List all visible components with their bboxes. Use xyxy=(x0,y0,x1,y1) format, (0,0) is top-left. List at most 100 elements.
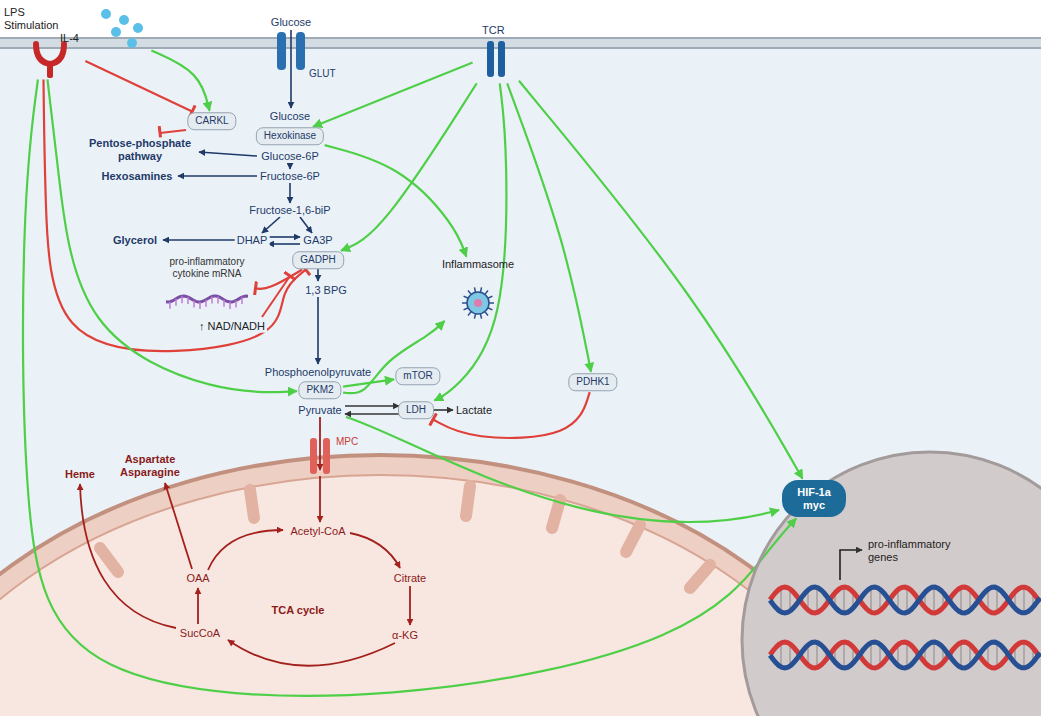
activation-arrow xyxy=(343,321,444,393)
glycolysis-arrows xyxy=(289,163,291,169)
mrna-strand-icon xyxy=(169,302,171,309)
node-label: Hexokinase xyxy=(264,130,316,142)
nucleus-icon xyxy=(770,587,1040,613)
nucleus-icon xyxy=(934,642,935,668)
tca-arrows xyxy=(165,483,192,569)
glycolysis-arrows xyxy=(290,30,292,108)
t-cell-receptor-icon xyxy=(498,41,505,77)
activation-arrow xyxy=(313,62,473,126)
inflammasome-icon xyxy=(480,287,481,292)
enzyme-box: mTOR xyxy=(395,367,440,385)
mitochondrion xyxy=(250,490,254,518)
nucleus-icon xyxy=(844,587,845,613)
activation-arrow xyxy=(325,145,467,256)
tca-arrows xyxy=(228,640,395,666)
node-label: LDH xyxy=(406,404,426,416)
nucleus-icon xyxy=(840,550,862,580)
nucleus-icon xyxy=(961,588,962,613)
nucleus-icon xyxy=(997,643,998,667)
mitochondrial-carrier-icon xyxy=(323,438,330,474)
mrna-strand-icon xyxy=(175,299,177,306)
nucleus-icon xyxy=(961,643,962,668)
inhibition-arrow xyxy=(255,270,302,289)
cytokine-signal-icon xyxy=(101,9,111,19)
metabolite-label: Fructose-6P xyxy=(258,170,322,183)
metabolite-label: SucCoA xyxy=(178,627,222,640)
node-label: MPC xyxy=(336,436,364,448)
metabolite-label: Lactate xyxy=(454,404,494,417)
nucleus-icon xyxy=(770,642,1040,668)
inhibition-lines xyxy=(262,276,290,317)
mitochondrion xyxy=(626,525,640,552)
glycolysis-arrows xyxy=(262,217,280,233)
cell-membrane xyxy=(0,47,1041,49)
activation-arrow xyxy=(23,79,796,695)
metabolite-label: Acetyl-CoA xyxy=(288,525,347,538)
activation-arrow xyxy=(343,379,394,386)
glycolysis-arrows xyxy=(199,152,257,156)
mrna-strand-icon xyxy=(199,302,201,309)
metabolite-label: Glucose xyxy=(268,110,312,123)
glucose-transporter: GLUT xyxy=(272,30,344,84)
node-label: pro-inflammatory cytokine mRNA xyxy=(160,256,254,279)
activation-line xyxy=(346,417,779,522)
tca-arrows xyxy=(80,484,176,628)
enzyme-box: CARKL xyxy=(187,112,236,130)
ldh-arrows xyxy=(345,413,399,415)
mrna-strand-icon xyxy=(181,296,183,303)
glycolysis-arrows xyxy=(317,269,319,281)
nucleus-icon xyxy=(1024,587,1025,613)
cytokine-signal-icon xyxy=(133,23,143,33)
mrna-strand-icon xyxy=(205,300,207,307)
inhibition-lines xyxy=(160,130,186,133)
nucleus-icon xyxy=(817,587,818,612)
transcription-factor: HIF-1a myc xyxy=(782,480,846,517)
inflammasome: Inflammasome xyxy=(436,258,520,320)
inhibition-arrow xyxy=(85,61,192,112)
nucleus-icon xyxy=(997,588,998,612)
inflammasome-icon xyxy=(480,314,481,319)
node-label: GLUT xyxy=(309,30,343,80)
metabolite-label: Hexosamines xyxy=(100,170,175,183)
node-label: GADPH xyxy=(300,254,336,266)
node-label: TCR xyxy=(482,24,512,37)
inflammasome-icon xyxy=(474,299,482,307)
lps-receptor-icon xyxy=(47,62,53,78)
mrna-strand-icon xyxy=(223,300,225,307)
node-label: pro-inflammatory genes xyxy=(868,450,960,563)
enzyme-box: PDHK1 xyxy=(568,373,617,391)
metabolite-label: 1,3 BPG xyxy=(303,284,349,297)
enzyme-box: Hexokinase xyxy=(256,127,324,145)
tca-arrows xyxy=(319,417,321,470)
nucleus-icon xyxy=(781,643,782,667)
glycolysis-arrows xyxy=(163,30,318,364)
activation-arrow xyxy=(507,83,591,371)
metabolite-label: Glucose xyxy=(269,16,313,29)
mitochondrion xyxy=(552,500,560,528)
tca-arrows xyxy=(350,533,400,568)
metabolite-label: Aspartate Asparagine xyxy=(113,453,187,478)
metabolite-label: Pyruvate xyxy=(296,404,343,417)
cytokine-signal-icon xyxy=(127,38,137,48)
metabolite-label: Phosphoenolpyruvate xyxy=(263,366,373,379)
nucleus-icon xyxy=(770,587,1040,613)
mitochondrion xyxy=(466,486,470,516)
inflammasome-icon xyxy=(474,314,475,319)
glycolysis-arrows xyxy=(317,297,319,364)
nucleus-icon xyxy=(742,452,1041,716)
nucleus-ground xyxy=(742,452,1041,716)
cytokine-signal-icon xyxy=(111,27,121,37)
node-label: LPS Stimulation xyxy=(4,4,66,31)
metabolite-label: Citrate xyxy=(392,572,428,585)
glycolysis-arrows xyxy=(268,236,300,238)
tca-arrows xyxy=(208,530,283,570)
inflammasome-icon xyxy=(467,292,489,314)
metabolite-label: α-KG xyxy=(390,629,420,642)
activation-arrow xyxy=(519,81,803,479)
glycolysis-arrows xyxy=(178,175,257,177)
nucleus-icon xyxy=(907,588,908,613)
node-label: Inflammasome xyxy=(436,258,520,271)
mrna-strand-icon xyxy=(229,302,231,309)
enzyme-box: PKM2 xyxy=(298,381,341,399)
mrna-strand: pro-inflammatory cytokine mRNA xyxy=(160,256,254,308)
